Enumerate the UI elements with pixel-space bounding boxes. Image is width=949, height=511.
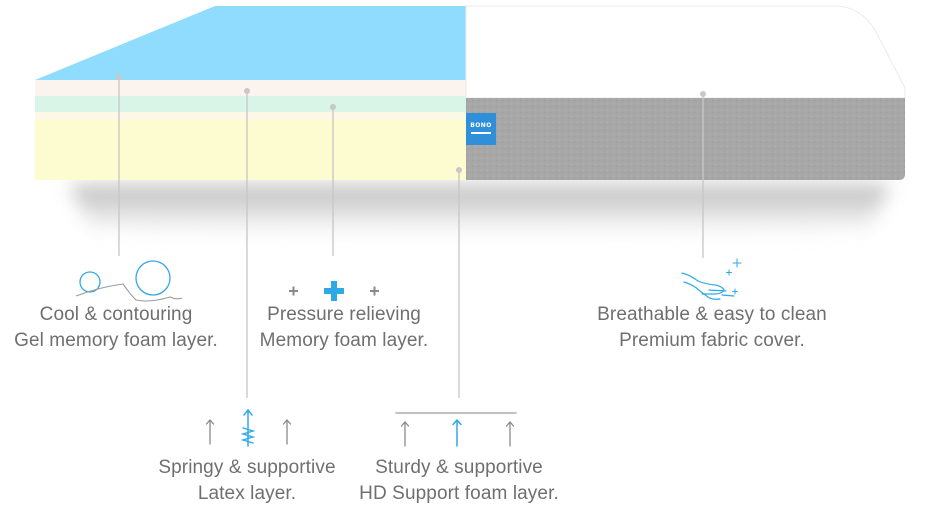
latex-layer <box>35 112 466 120</box>
hd-caption-line2: HD Support foam layer. <box>359 483 559 504</box>
covered-mattress <box>465 5 906 180</box>
mattress-shadow <box>70 185 890 245</box>
latex-caption-line2: Latex layer. <box>197 483 297 504</box>
hd-caption: Sturdy & supportive HD Support foam laye… <box>346 455 572 507</box>
gel-caption: Cool & contouring Gel memory foam layer. <box>0 302 232 354</box>
cover-caption: Breathable & easy to clean Premium fabri… <box>580 302 844 354</box>
support-arrows-icon <box>395 412 517 447</box>
hd-caption-line1: Sturdy & supportive <box>375 457 543 478</box>
hd-support-layer <box>35 120 466 180</box>
memory-caption: Pressure relieving Memory foam layer. <box>246 302 442 354</box>
cover-top <box>465 5 906 99</box>
cover-caption-line1: Breathable & easy to clean <box>597 304 827 325</box>
memory-caption-line2: Memory foam layer. <box>259 330 429 351</box>
gel-caption-line2: Gel memory foam layer. <box>14 330 218 351</box>
brand-underline <box>471 132 491 134</box>
spring-arrows-icon <box>205 408 292 447</box>
plus-icon <box>289 281 379 301</box>
hand-sparkle-icon <box>681 258 742 300</box>
leader-lines <box>118 77 704 398</box>
bubbles-icon <box>75 260 183 302</box>
memory-foam-layer <box>35 96 466 112</box>
brand-tag: BONO <box>466 113 496 145</box>
cutaway-layers <box>35 6 470 180</box>
brand-label: BONO <box>470 122 492 129</box>
latex-caption: Springy & supportive Latex layer. <box>146 455 348 507</box>
leader-dots <box>116 74 706 173</box>
memory-caption-line1: Pressure relieving <box>267 304 421 325</box>
cover-caption-line2: Premium fabric cover. <box>619 330 805 351</box>
gel-layer-side <box>35 80 466 96</box>
fabric-side <box>466 98 905 180</box>
latex-caption-line1: Springy & supportive <box>158 457 336 478</box>
gel-caption-line1: Cool & contouring <box>39 304 193 325</box>
gel-layer-top <box>35 6 470 80</box>
